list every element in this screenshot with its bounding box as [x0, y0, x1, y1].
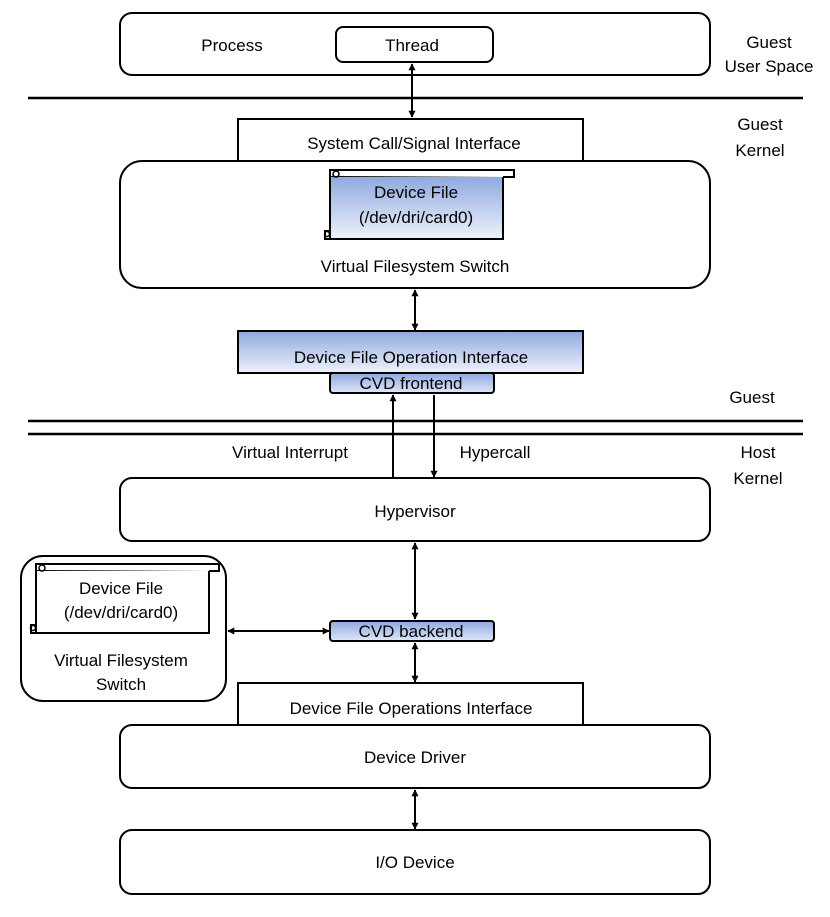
guest-user-space-label-2: User Space [725, 57, 814, 76]
device-driver-box [119, 724, 711, 789]
host-device-file-label-2: (/dev/dri/card0) [64, 603, 178, 622]
host-device-file-scroll [29, 563, 220, 634]
io-device-label: I/O Device [375, 853, 454, 872]
host-vfs-label-1: Virtual Filesystem [54, 651, 188, 670]
guest-device-file-label-2: (/dev/dri/card0) [359, 208, 473, 227]
host-kernel-label-1: Host [741, 443, 776, 462]
syscall-interface-box [237, 118, 584, 162]
host-vfs-label-2: Switch [96, 675, 146, 694]
cvd-backend-box [329, 620, 495, 642]
guest-label: Guest [729, 388, 775, 407]
guest-device-file-label-1: Device File [374, 183, 458, 202]
device-driver-label: Device Driver [364, 748, 466, 767]
device-file-op-interface-label: Device File Operation Interface [294, 348, 528, 367]
guest-kernel-label-1: Guest [737, 115, 783, 134]
guest-vfs-label: Virtual Filesystem Switch [321, 257, 510, 276]
device-file-ops-interface-label: Device File Operations Interface [290, 699, 533, 718]
io-device-box [119, 829, 711, 895]
host-device-file-label-1: Device File [79, 579, 163, 598]
cvd-frontend-label: CVD frontend [360, 374, 463, 393]
host-kernel-label-2: Kernel [733, 469, 782, 488]
syscall-interface-label: System Call/Signal Interface [307, 134, 521, 153]
hypercall-label: Hypercall [460, 443, 531, 462]
virtual-interrupt-label: Virtual Interrupt [232, 443, 348, 462]
hypervisor-label: Hypervisor [374, 502, 456, 521]
cvd-backend-label: CVD backend [359, 622, 464, 641]
guest-kernel-label-2: Kernel [735, 141, 784, 160]
guest-device-file-scroll [323, 169, 515, 240]
device-file-ops-interface-box [237, 682, 584, 726]
guest-user-space-label-1: Guest [746, 33, 792, 52]
thread-box [335, 26, 494, 63]
process-label: Process [201, 36, 262, 55]
device-file-op-interface-box [237, 330, 584, 374]
hypervisor-box [119, 477, 711, 542]
thread-label: Thread [385, 36, 439, 55]
cvd-frontend-box [329, 372, 495, 394]
